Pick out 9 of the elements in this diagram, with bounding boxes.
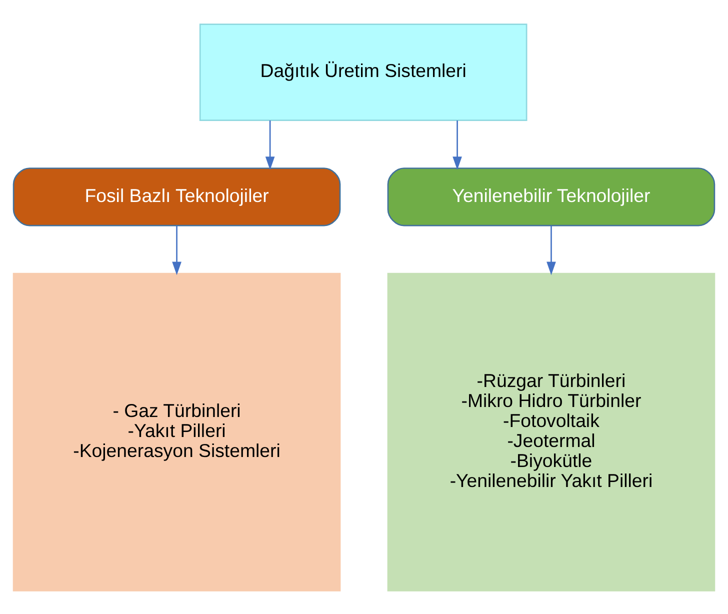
arrow [265, 120, 275, 170]
arrow [452, 120, 462, 170]
arrow [546, 225, 556, 275]
node-box: - Gaz Türbinleri -Yakıt Pilleri -Kojenerasyon Sistemleri [12, 272, 341, 591]
node-box: Yenilenebilir Teknolojiler [387, 167, 716, 226]
node-box: Fosil Bazlı Teknolojiler [12, 167, 341, 226]
node-box: Dağıtık Üretim Sistemleri [199, 23, 528, 120]
node-box: -Rüzgar Türbinleri -Mikro Hidro Türbinler -Fotovoltaik -Jeotermal -Biyokütle -Yenilenebilir Yakıt Pilleri [387, 272, 716, 591]
arrow [172, 225, 182, 275]
